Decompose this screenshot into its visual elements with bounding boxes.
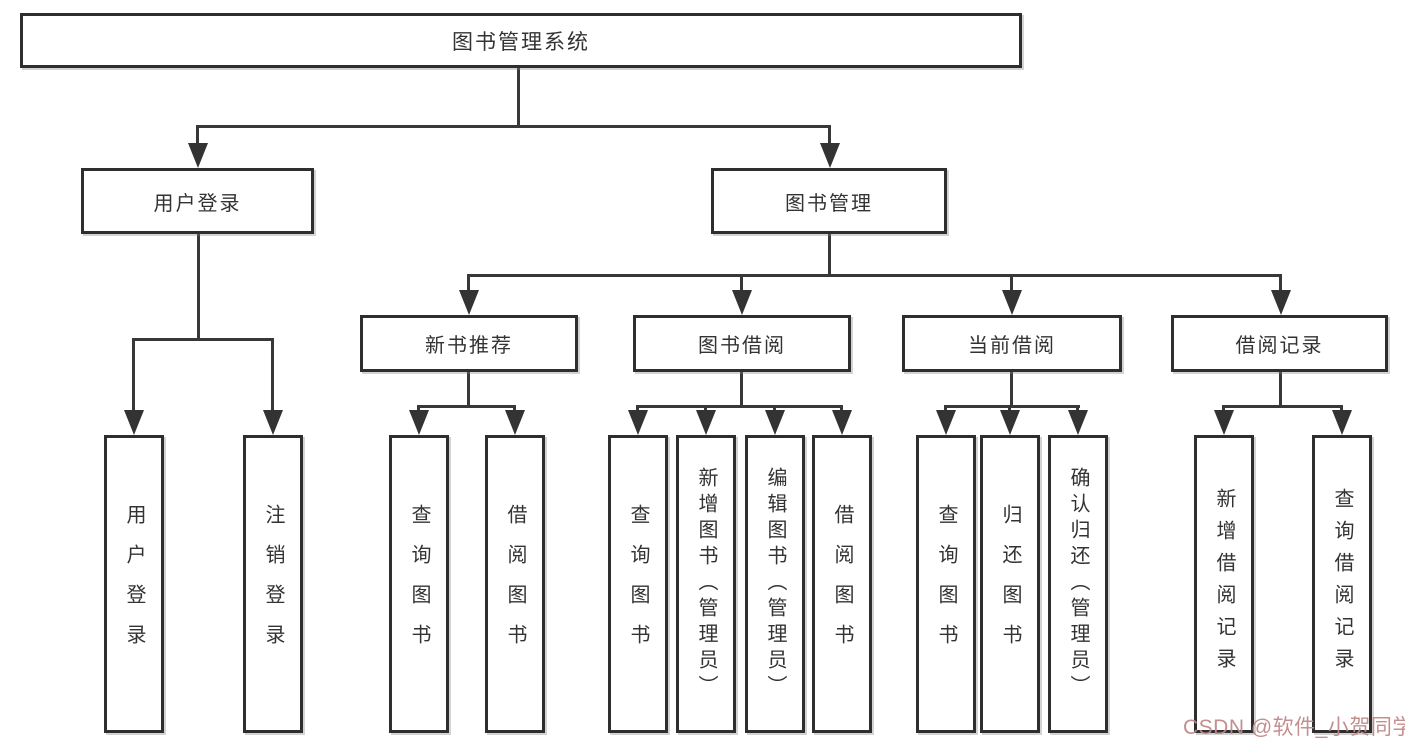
node-label: 借阅图书 xyxy=(504,504,526,664)
arrow-down-icon xyxy=(936,410,956,435)
node-label: 借阅记录 xyxy=(1235,335,1324,357)
node-label: 查询图书 xyxy=(935,504,957,664)
connector-line xyxy=(1010,372,1013,405)
connector-line xyxy=(513,405,516,413)
leaf-borrowing-query-books: 查询图书 xyxy=(608,435,668,733)
csdn-watermark: CSDN @软件_小贺同学 xyxy=(1183,716,1405,739)
connector-line xyxy=(1076,405,1079,413)
node-label: 归还图书 xyxy=(999,504,1021,664)
connector-line xyxy=(1010,274,1013,292)
node-label: 当前借阅 xyxy=(968,335,1056,357)
arrow-down-icon xyxy=(1000,410,1020,435)
node-label: 用户登录 xyxy=(153,192,242,215)
arrow-down-icon xyxy=(732,290,752,315)
leaf-current-return-books: 归还图书 xyxy=(980,435,1040,733)
node-new-book-recommend: 新书推荐 xyxy=(360,315,578,372)
leaf-user-login: 用户登录 xyxy=(104,435,164,733)
node-book-management: 图书管理 xyxy=(711,168,947,234)
connector-line xyxy=(132,338,135,414)
connector-line xyxy=(196,125,831,128)
node-user-login: 用户登录 xyxy=(81,168,314,234)
node-label: 用户登录 xyxy=(123,504,145,664)
connector-line xyxy=(417,405,516,408)
connector-line xyxy=(1279,372,1282,405)
connector-line xyxy=(944,405,947,413)
arrow-down-icon xyxy=(263,410,283,435)
node-label: 查询图书 xyxy=(408,504,430,664)
connector-line xyxy=(467,274,1282,277)
leaf-recommend-borrow-books: 借阅图书 xyxy=(485,435,545,733)
connector-line xyxy=(1279,274,1282,292)
arrow-down-icon xyxy=(765,410,785,435)
arrow-down-icon xyxy=(188,143,208,168)
node-label: 图书借阅 xyxy=(698,335,786,357)
connector-line xyxy=(1008,405,1011,413)
arrow-down-icon xyxy=(1332,410,1352,435)
node-current-borrowing: 当前借阅 xyxy=(902,315,1122,372)
arrow-down-icon xyxy=(832,410,852,435)
connector-line xyxy=(636,405,843,408)
node-label: 借阅图书 xyxy=(831,504,853,664)
arrow-down-icon xyxy=(1002,290,1022,315)
node-label: 编辑图书（管理员） xyxy=(764,467,786,701)
connector-line xyxy=(467,274,470,292)
leaf-recommend-query-books: 查询图书 xyxy=(389,435,449,733)
node-borrow-records: 借阅记录 xyxy=(1171,315,1388,372)
leaf-logout: 注销登录 xyxy=(243,435,303,733)
node-label: 注销登录 xyxy=(262,504,284,664)
node-label: 图书管理系统 xyxy=(452,30,590,54)
connector-line xyxy=(1340,405,1343,413)
connector-line xyxy=(773,405,776,413)
connector-line xyxy=(636,405,639,413)
arrow-down-icon xyxy=(124,410,144,435)
arrow-down-icon xyxy=(459,290,479,315)
node-label: 新书推荐 xyxy=(425,335,513,357)
connector-line xyxy=(740,274,743,292)
connector-line xyxy=(271,338,274,414)
node-label: 查询借阅记录 xyxy=(1331,488,1353,680)
node-label: 确认归还（管理员） xyxy=(1067,467,1089,701)
connector-line xyxy=(1222,405,1225,413)
leaf-records-query-record: 查询借阅记录 xyxy=(1312,435,1372,733)
connector-line xyxy=(828,234,831,274)
connector-line xyxy=(828,125,831,147)
connector-line xyxy=(197,234,200,338)
connector-line xyxy=(740,372,743,405)
arrow-down-icon xyxy=(1068,410,1088,435)
arrow-down-icon xyxy=(820,143,840,168)
arrow-down-icon xyxy=(696,410,716,435)
leaf-current-confirm-return-admin: 确认归还（管理员） xyxy=(1048,435,1108,733)
connector-line xyxy=(840,405,843,413)
connector-line xyxy=(1222,405,1343,408)
node-label: 新增借阅记录 xyxy=(1213,488,1235,680)
node-root-library-system: 图书管理系统 xyxy=(20,13,1022,68)
leaf-borrowing-add-books-admin: 新增图书（管理员） xyxy=(676,435,736,733)
leaf-records-add-record: 新增借阅记录 xyxy=(1194,435,1254,733)
arrow-down-icon xyxy=(1271,290,1291,315)
connector-line xyxy=(517,68,520,125)
node-label: 新增图书（管理员） xyxy=(695,467,717,701)
leaf-current-query-books: 查询图书 xyxy=(916,435,976,733)
arrow-down-icon xyxy=(1214,410,1234,435)
connector-line xyxy=(467,372,470,405)
node-label: 图书管理 xyxy=(785,192,873,215)
connector-line xyxy=(417,405,420,413)
leaf-borrowing-borrow-books: 借阅图书 xyxy=(812,435,872,733)
leaf-borrowing-edit-books-admin: 编辑图书（管理员） xyxy=(745,435,805,733)
connector-line xyxy=(196,125,199,147)
connector-line xyxy=(704,405,707,413)
arrow-down-icon xyxy=(628,410,648,435)
node-book-borrowing: 图书借阅 xyxy=(633,315,851,372)
node-label: 查询图书 xyxy=(627,504,649,664)
arrow-down-icon xyxy=(409,410,429,435)
connector-line xyxy=(944,405,1080,408)
connector-line xyxy=(132,338,274,341)
arrow-down-icon xyxy=(505,410,525,435)
